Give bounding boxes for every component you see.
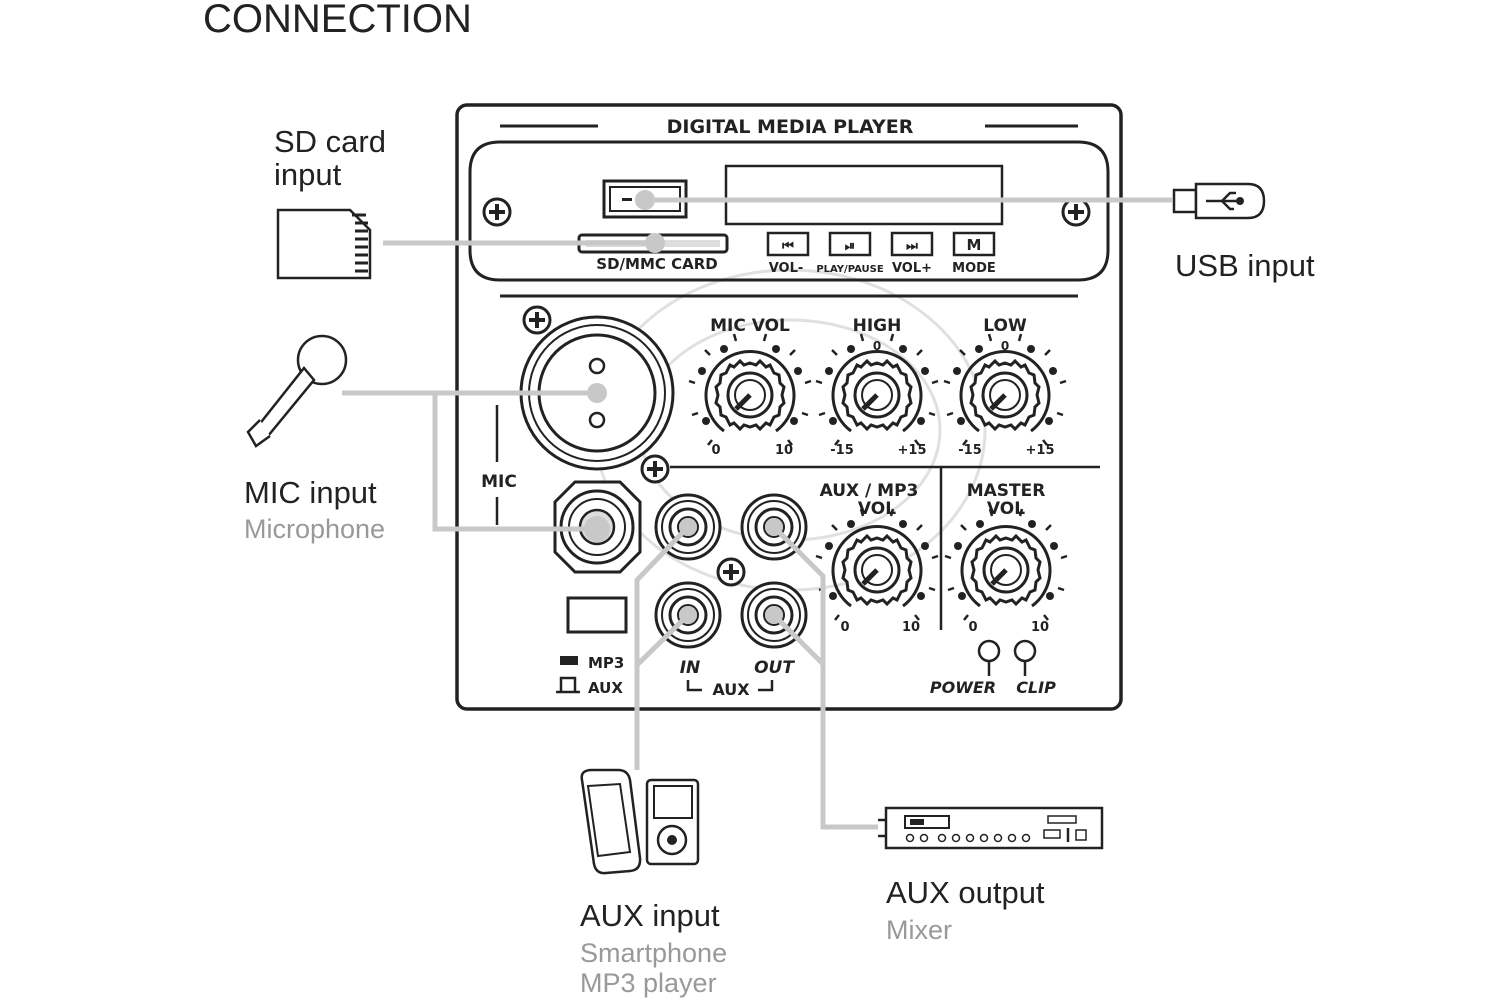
master-max: 10 (1031, 620, 1049, 635)
aux-mp3-max: 10 (902, 620, 920, 635)
sd-callout-line2: input (274, 157, 342, 192)
microphone-icon (246, 334, 348, 448)
usb-stick-icon (1172, 182, 1266, 220)
vol-minus-button[interactable]: ⏮ (766, 231, 810, 257)
sd-slot-label: SD/MMC CARD (596, 255, 717, 273)
sd-card-icon (276, 208, 372, 280)
play-pause-icon: ⏯ (845, 239, 855, 254)
mp3-player-icon (645, 778, 700, 866)
aux-out-callout: AUX output (886, 875, 1045, 910)
aux-mp3-vol-label: VOL (858, 499, 896, 519)
mode-label: MODE (952, 261, 996, 276)
mic-label: MIC (481, 472, 517, 492)
low-max: +15 (1026, 443, 1055, 458)
screw-icon (1061, 197, 1091, 227)
mode-button[interactable]: M (952, 231, 996, 257)
aux-mp3-min: 0 (840, 620, 849, 635)
low-mid: 0 (1001, 339, 1009, 353)
mic-vol-max: 10 (775, 443, 793, 458)
aux-in-callout-sub2: MP3 player (580, 968, 717, 998)
master-min: 0 (968, 620, 977, 635)
smartphone-icon (580, 768, 642, 875)
mic-callout-sub: Microphone (244, 514, 385, 544)
mic-vol-min: 0 (711, 443, 720, 458)
master-vol-label: VOL (987, 499, 1025, 519)
high-mid: 0 (873, 339, 881, 353)
vol-minus-label: VOL- (769, 261, 804, 276)
clip-led-icon (1013, 639, 1037, 663)
master-label: MASTER (967, 481, 1046, 501)
high-max: +15 (898, 443, 927, 458)
screw-icon (522, 305, 552, 335)
aux-mp3-label: AUX / MP3 (820, 481, 919, 501)
connection-wires (342, 190, 1172, 830)
high-label: HIGH (853, 316, 902, 336)
low-min: -15 (958, 443, 982, 458)
low-label: LOW (983, 316, 1027, 336)
released-switch-icon (559, 676, 577, 692)
vol-plus-button[interactable]: ⏭ (890, 231, 934, 257)
switch-aux-label: AUX (588, 679, 623, 697)
page-title: CONNECTION (203, 0, 472, 41)
next-track-icon: ⏭ (906, 239, 918, 254)
play-pause-label: PLAY/PAUSE (816, 264, 884, 275)
aux-in-callout-sub1: Smartphone (580, 938, 727, 968)
screw-icon (716, 557, 746, 587)
mp3-aux-switch[interactable] (566, 596, 628, 634)
high-min: -15 (830, 443, 854, 458)
clip-label: CLIP (1016, 678, 1056, 697)
power-label: POWER (930, 678, 996, 697)
module-header: DIGITAL MEDIA PLAYER (667, 116, 914, 138)
sd-callout-line1: SD card (274, 124, 386, 159)
aux-in-label: IN (680, 658, 701, 678)
screw-icon (640, 454, 670, 484)
play-pause-button[interactable]: ⏯ (828, 231, 872, 257)
mic-callout: MIC input (244, 475, 377, 510)
prev-track-icon: ⏮ (782, 239, 794, 254)
mixer-icon (878, 806, 1104, 850)
mic-vol-label: MIC VOL (710, 316, 790, 336)
switch-mp3-label: MP3 (588, 654, 624, 672)
usb-callout: USB input (1175, 248, 1315, 283)
aux-group-label: AUX (712, 680, 750, 699)
power-led-icon (977, 639, 1001, 663)
lcd-display (724, 164, 1004, 226)
aux-out-callout-sub: Mixer (886, 915, 952, 945)
module-bezel (468, 140, 1110, 282)
screw-icon (482, 197, 512, 227)
vol-plus-label: VOL+ (892, 261, 932, 276)
aux-in-callout: AUX input (580, 898, 720, 933)
mode-icon: M (967, 236, 982, 254)
aux-out-label: OUT (754, 658, 795, 678)
pressed-switch-icon (560, 656, 578, 665)
